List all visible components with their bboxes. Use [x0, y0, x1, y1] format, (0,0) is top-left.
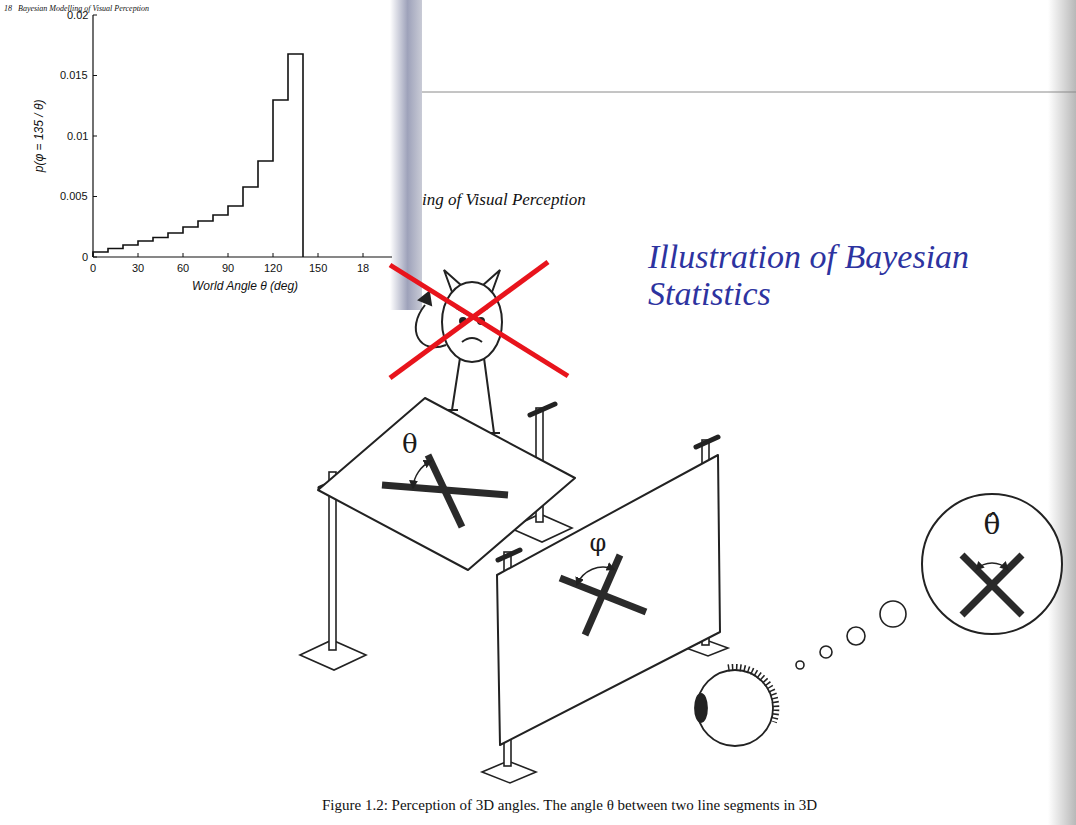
- x-tick-label: 120: [264, 262, 282, 275]
- scan-edge-shade: [1048, 0, 1076, 825]
- y-axis-title: p(φ = 135 / θ): [33, 100, 47, 173]
- thought-bubble: θ̂: [920, 492, 1064, 636]
- x-axis-title: World Angle θ (deg): [192, 280, 298, 294]
- y-ticks: [93, 15, 97, 257]
- handwritten-note: Illustration of Bayesian Statistics: [648, 238, 1063, 313]
- y-tick-label: 0.015: [60, 69, 88, 82]
- angle-symbol: φ: [590, 530, 607, 558]
- thought-trail: [796, 601, 906, 669]
- inset-shadow: [390, 0, 422, 310]
- x-tick-label: 18: [357, 262, 369, 275]
- angle-symbol: θ̂: [984, 509, 1001, 541]
- angle-arc: [976, 563, 1007, 569]
- eye-lashes: [728, 667, 776, 722]
- plane-outline: [497, 455, 720, 745]
- plane-outline: [318, 398, 575, 570]
- angle-arcs: [413, 461, 1008, 585]
- line-segment-pairs: [382, 455, 1022, 635]
- angle-symbol: θ: [402, 430, 418, 460]
- devil-mouth: [462, 338, 482, 342]
- y-tick-label: 0.02: [67, 9, 88, 22]
- page-number: 18: [4, 4, 12, 13]
- segment: [560, 578, 646, 612]
- y-tick-label: 0.005: [60, 190, 88, 203]
- x-ticks: [93, 253, 363, 257]
- devil-body: [442, 282, 502, 362]
- segment: [585, 555, 620, 635]
- x-tick-label: 90: [222, 262, 234, 275]
- angle-arc: [413, 461, 431, 488]
- eye-iris: [695, 694, 707, 722]
- stand-peg: [498, 550, 520, 560]
- thought-dot: [880, 601, 906, 627]
- segment: [428, 455, 462, 527]
- x-tick-label: 150: [309, 262, 327, 275]
- figure-caption: Figure 1.2: Perception of 3D angles. The…: [322, 797, 817, 814]
- histogram-chart: [93, 15, 392, 257]
- thought-dot: [847, 627, 865, 645]
- world-plane: θ: [316, 396, 578, 572]
- x-tick-label: 0: [90, 262, 96, 275]
- y-tick-label: 0.01: [67, 130, 88, 143]
- eyeball: [697, 670, 773, 746]
- node-outline: [316, 396, 578, 572]
- histogram-bars: [93, 54, 303, 257]
- stand-peg: [696, 437, 718, 447]
- node-outline: [495, 452, 723, 748]
- thought-dot: [796, 661, 804, 669]
- stand-peg: [530, 404, 555, 415]
- cross-out-stroke: [390, 262, 548, 378]
- page-rule: [420, 92, 1076, 93]
- y-tick-label: 0: [82, 251, 88, 264]
- segment: [962, 555, 1022, 615]
- inset-page: [0, 0, 392, 310]
- x-tick-label: 30: [132, 262, 144, 275]
- x-tick-label: 60: [177, 262, 189, 275]
- observer-eye: [695, 667, 776, 746]
- cross-out-mark: [390, 262, 568, 378]
- running-header: ing of Visual Perception: [422, 190, 586, 210]
- image-plane: φ: [495, 452, 723, 748]
- devil-tail-tip: [419, 292, 431, 305]
- bubble-outline: [922, 494, 1062, 634]
- thought-dot: [820, 646, 832, 658]
- angle-arc: [577, 567, 614, 585]
- segment: [382, 485, 508, 495]
- segment: [962, 555, 1022, 615]
